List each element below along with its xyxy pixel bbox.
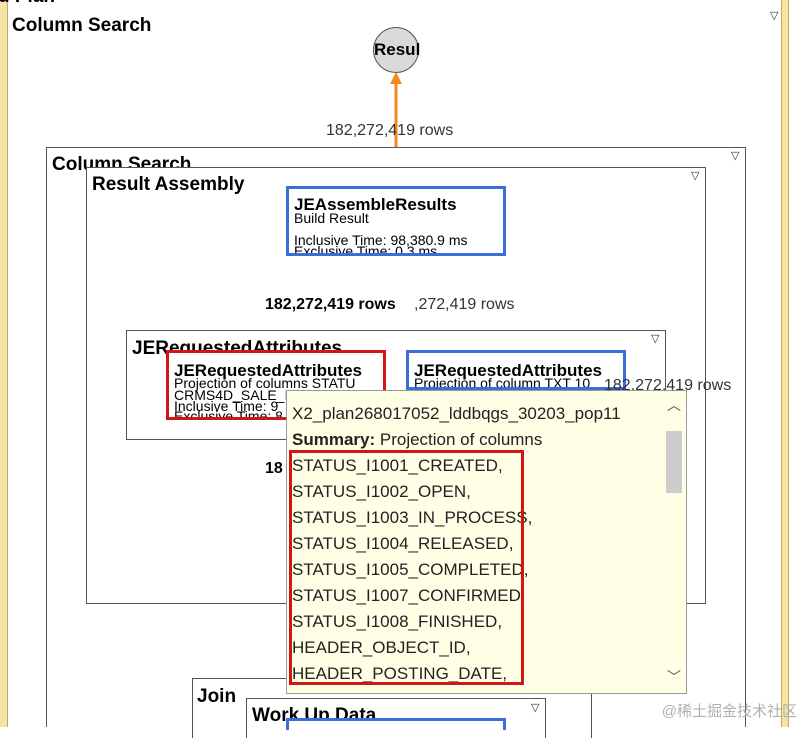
work-up-node-partial[interactable] — [286, 718, 506, 730]
outer-frame-right-border — [781, 0, 789, 727]
node-details-tooltip[interactable]: X2_plan268017052_lddbqgs_30203_pop11 Sum… — [286, 390, 687, 694]
tooltip-column-line: HEADER_OBJECT_ID, — [292, 638, 471, 657]
triangle-down-icon[interactable]: ▽ — [651, 332, 660, 345]
edge-partial-label: 18 — [265, 460, 283, 477]
assemble-results-node[interactable]: JEAssembleResults Build Result Inclusive… — [286, 186, 506, 256]
tooltip-column-line: STATUS_I1003_IN_PROCESS, — [292, 508, 533, 527]
watermark: @稀土掘金技术社区 — [661, 703, 797, 720]
outer-frame-left-border — [0, 0, 8, 727]
requested-attributes-node[interactable]: JERequestedAttributes Projection of colu… — [406, 350, 626, 390]
assemble-results-subtitle: Build Result — [294, 210, 369, 226]
tooltip-column-line: HEADER_POSTING_DATE, — [292, 664, 508, 683]
tooltip-column-line: STATUS_I1001_CREATED, — [292, 456, 503, 475]
requested-node-right-line1: Projection of column TXT 10 — [414, 375, 591, 390]
edge-to-result-arrowhead — [390, 72, 402, 84]
assemble-results-title: JEAssembleResults — [294, 195, 457, 214]
triangle-down-icon[interactable]: ▽ — [691, 169, 700, 182]
result-assembly-frame-title: Result Assembly — [92, 174, 245, 195]
scroll-up-icon[interactable]: ︿ — [667, 398, 681, 414]
assemble-results-inclusive: Inclusive Time: 98,380.9 ms — [294, 232, 468, 248]
tooltip-title: X2_plan268017052_lddbqgs_30203_pop11 — [292, 404, 621, 423]
edge-mid-rows-partial: ,272,419 rows — [414, 296, 515, 313]
result-node-label: Resul — [374, 40, 421, 59]
tooltip-summary: Summary: Projection of columns — [292, 430, 542, 450]
outer-frame-title: Column Search — [12, 15, 152, 36]
result-node[interactable]: Resul — [373, 27, 421, 73]
requested-node-right-title: JERequestedAttributes — [414, 361, 602, 380]
tooltip-summary-text: Projection of columns — [375, 430, 543, 449]
tooltip-column-line: STATUS_I1004_RELEASED, — [292, 534, 514, 553]
tooltip-column-line: STATUS_I1008_FINISHED, — [292, 612, 503, 631]
triangle-down-icon[interactable]: ▽ — [531, 701, 540, 714]
requested-node-left-line4: Exclusive Time: 8 — [174, 408, 283, 420]
tooltip-scrollbar[interactable]: ︿ ﹀ — [662, 391, 686, 693]
assemble-results-exclusive: Exclusive Time: 0.3 ms — [294, 243, 438, 256]
requested-attributes-node-selected[interactable]: JERequestedAttributes Projection of colu… — [166, 350, 386, 420]
edge-top-rows-label: 182,272,419 rows — [326, 122, 454, 139]
tooltip-column-line: STATUS_I1002_OPEN, — [292, 482, 471, 501]
outer-frame-inner-left — [7, 0, 8, 727]
window-title: d Plan — [0, 0, 55, 8]
scrollbar-thumb[interactable] — [666, 431, 682, 493]
edge-mid-rows-bold: 182,272,419 rows — [265, 296, 396, 313]
requested-node-left-line2: CRMS4D_SALE_ITE — [174, 387, 307, 403]
highlight-box — [289, 450, 524, 685]
triangle-down-icon[interactable]: ▽ — [731, 149, 740, 162]
requested-node-left-title: JERequestedAttributes — [174, 361, 362, 380]
tooltip-summary-label: Summary: — [292, 430, 376, 449]
requested-node-left-line1: Projection of columns STATU — [174, 375, 356, 391]
edge-right-rows-label: 182,272,419 rows — [604, 377, 732, 394]
tooltip-column-line: STATUS_I1005_COMPLETED, — [292, 560, 529, 579]
requested-node-left-line3: Inclusive Time: 9 — [174, 398, 279, 414]
tooltip-column-line: STATUS_I1007_CONFIRMED, — [292, 586, 526, 605]
join-frame-title: Join — [197, 686, 237, 707]
triangle-down-icon[interactable]: ▽ — [770, 9, 779, 22]
scroll-down-icon[interactable]: ﹀ — [667, 670, 681, 686]
